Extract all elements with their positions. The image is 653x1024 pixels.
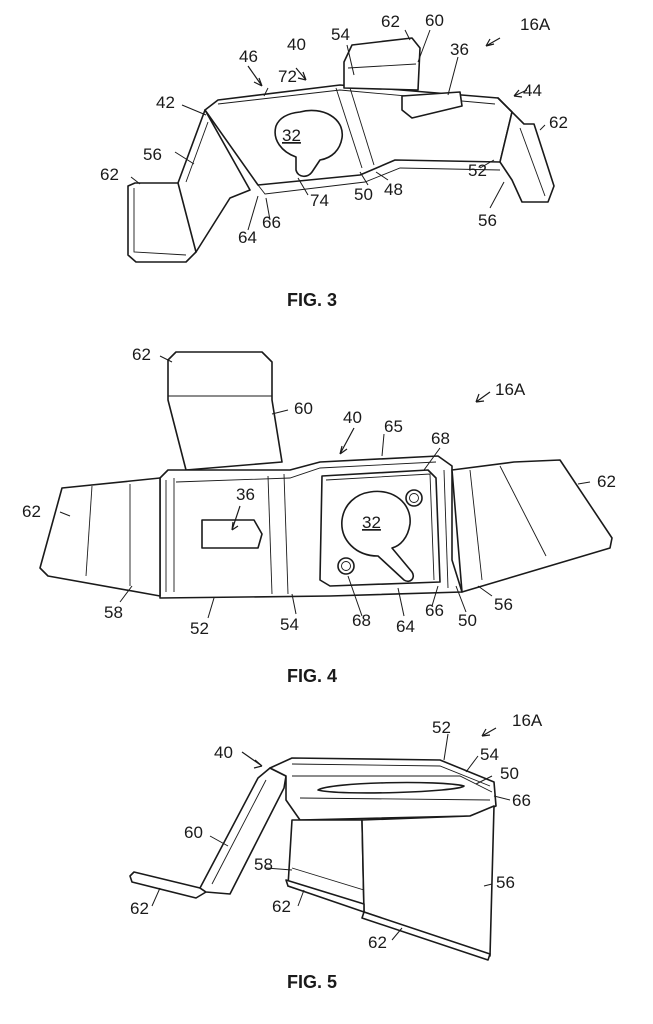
fig4-label-aperture: 32 <box>362 513 381 532</box>
fig3-label-leg-2: 56 <box>478 211 497 230</box>
fig4-label-foot-right: 62 <box>597 472 616 491</box>
fig4-label-rib: 54 <box>280 615 299 634</box>
fig4-label-leg-right: 56 <box>494 595 513 614</box>
fig5-label-wall: 50 <box>500 764 519 783</box>
fig5-label-leg-left: 58 <box>254 855 273 874</box>
fig4-label-edge: 65 <box>384 417 403 436</box>
fig4-label-foot-left: 62 <box>22 502 41 521</box>
fig4-label-tab: 60 <box>294 399 313 418</box>
fig5-label-clip: 40 <box>214 743 233 762</box>
fig3-label-edge: 46 <box>239 47 258 66</box>
fig3-label-foot-a: 62 <box>100 165 119 184</box>
fig3-label-panel: 52 <box>468 161 487 180</box>
fig5-label-assembly: 16A <box>512 711 543 730</box>
fig3-label-leg: 56 <box>143 145 162 164</box>
fig4-label-panel: 52 <box>190 619 209 638</box>
fig5-label-rib: 54 <box>480 745 499 764</box>
fig4-label-clip: 40 <box>343 408 362 427</box>
fig4-label-boss-top: 68 <box>431 429 450 448</box>
fig4-label-foot-top: 62 <box>132 345 151 364</box>
fig3-caption: FIG. 3 <box>287 290 337 310</box>
fig5-caption: FIG. 5 <box>287 972 337 992</box>
fig3-label-edge-b: 48 <box>384 180 403 199</box>
fig3-label-rib: 54 <box>331 25 350 44</box>
fig4-label-recess: 64 <box>396 617 415 636</box>
fig3-label-neck: 74 <box>310 191 329 210</box>
fig3-label-flange-b: 44 <box>523 81 542 100</box>
fig3-label-clip: 40 <box>287 35 306 54</box>
figure-5: 16A 40 52 54 50 66 60 58 56 62 62 62 FIG… <box>129 711 543 992</box>
fig3-label-wall: 50 <box>354 185 373 204</box>
fig3-label-rim: 66 <box>262 213 281 232</box>
fig4-label-assembly: 16A <box>495 380 526 399</box>
fig5-label-foot-b: 62 <box>272 897 291 916</box>
figure-3: 16A 40 42 44 46 48 50 52 54 56 60 62 62 … <box>100 11 568 310</box>
fig5-label-panel: 52 <box>432 718 451 737</box>
fig5-label-foot-c: 62 <box>368 933 387 952</box>
fig3-label-flange-a: 42 <box>156 93 175 112</box>
fig5-label-foot-a: 62 <box>130 899 149 918</box>
fig4-label-boss-bottom: 68 <box>352 611 371 630</box>
fig4-label-opening: 36 <box>236 485 255 504</box>
fig5-label-leg-right: 56 <box>496 873 515 892</box>
fig3-label-slot: 72 <box>278 67 297 86</box>
fig5-label-tab: 60 <box>184 823 203 842</box>
fig5-label-rim: 66 <box>512 791 531 810</box>
fig3-label-foot-b: 62 <box>381 12 400 31</box>
fig3-label-tab: 60 <box>425 11 444 30</box>
fig3-label-foot-c: 62 <box>549 113 568 132</box>
fig4-caption: FIG. 4 <box>287 666 337 686</box>
fig4-label-wall: 50 <box>458 611 477 630</box>
fig4-label-leg-left: 58 <box>104 603 123 622</box>
fig3-label-opening: 36 <box>450 40 469 59</box>
fig4-label-rim: 66 <box>425 601 444 620</box>
fig3-label-recess: 64 <box>238 228 257 247</box>
fig3-label-assembly: 16A <box>520 15 551 34</box>
figure-4: 16A 40 60 62 62 62 65 68 68 36 32 58 52 … <box>22 345 616 686</box>
fig3-label-aperture: 32 <box>282 126 301 145</box>
